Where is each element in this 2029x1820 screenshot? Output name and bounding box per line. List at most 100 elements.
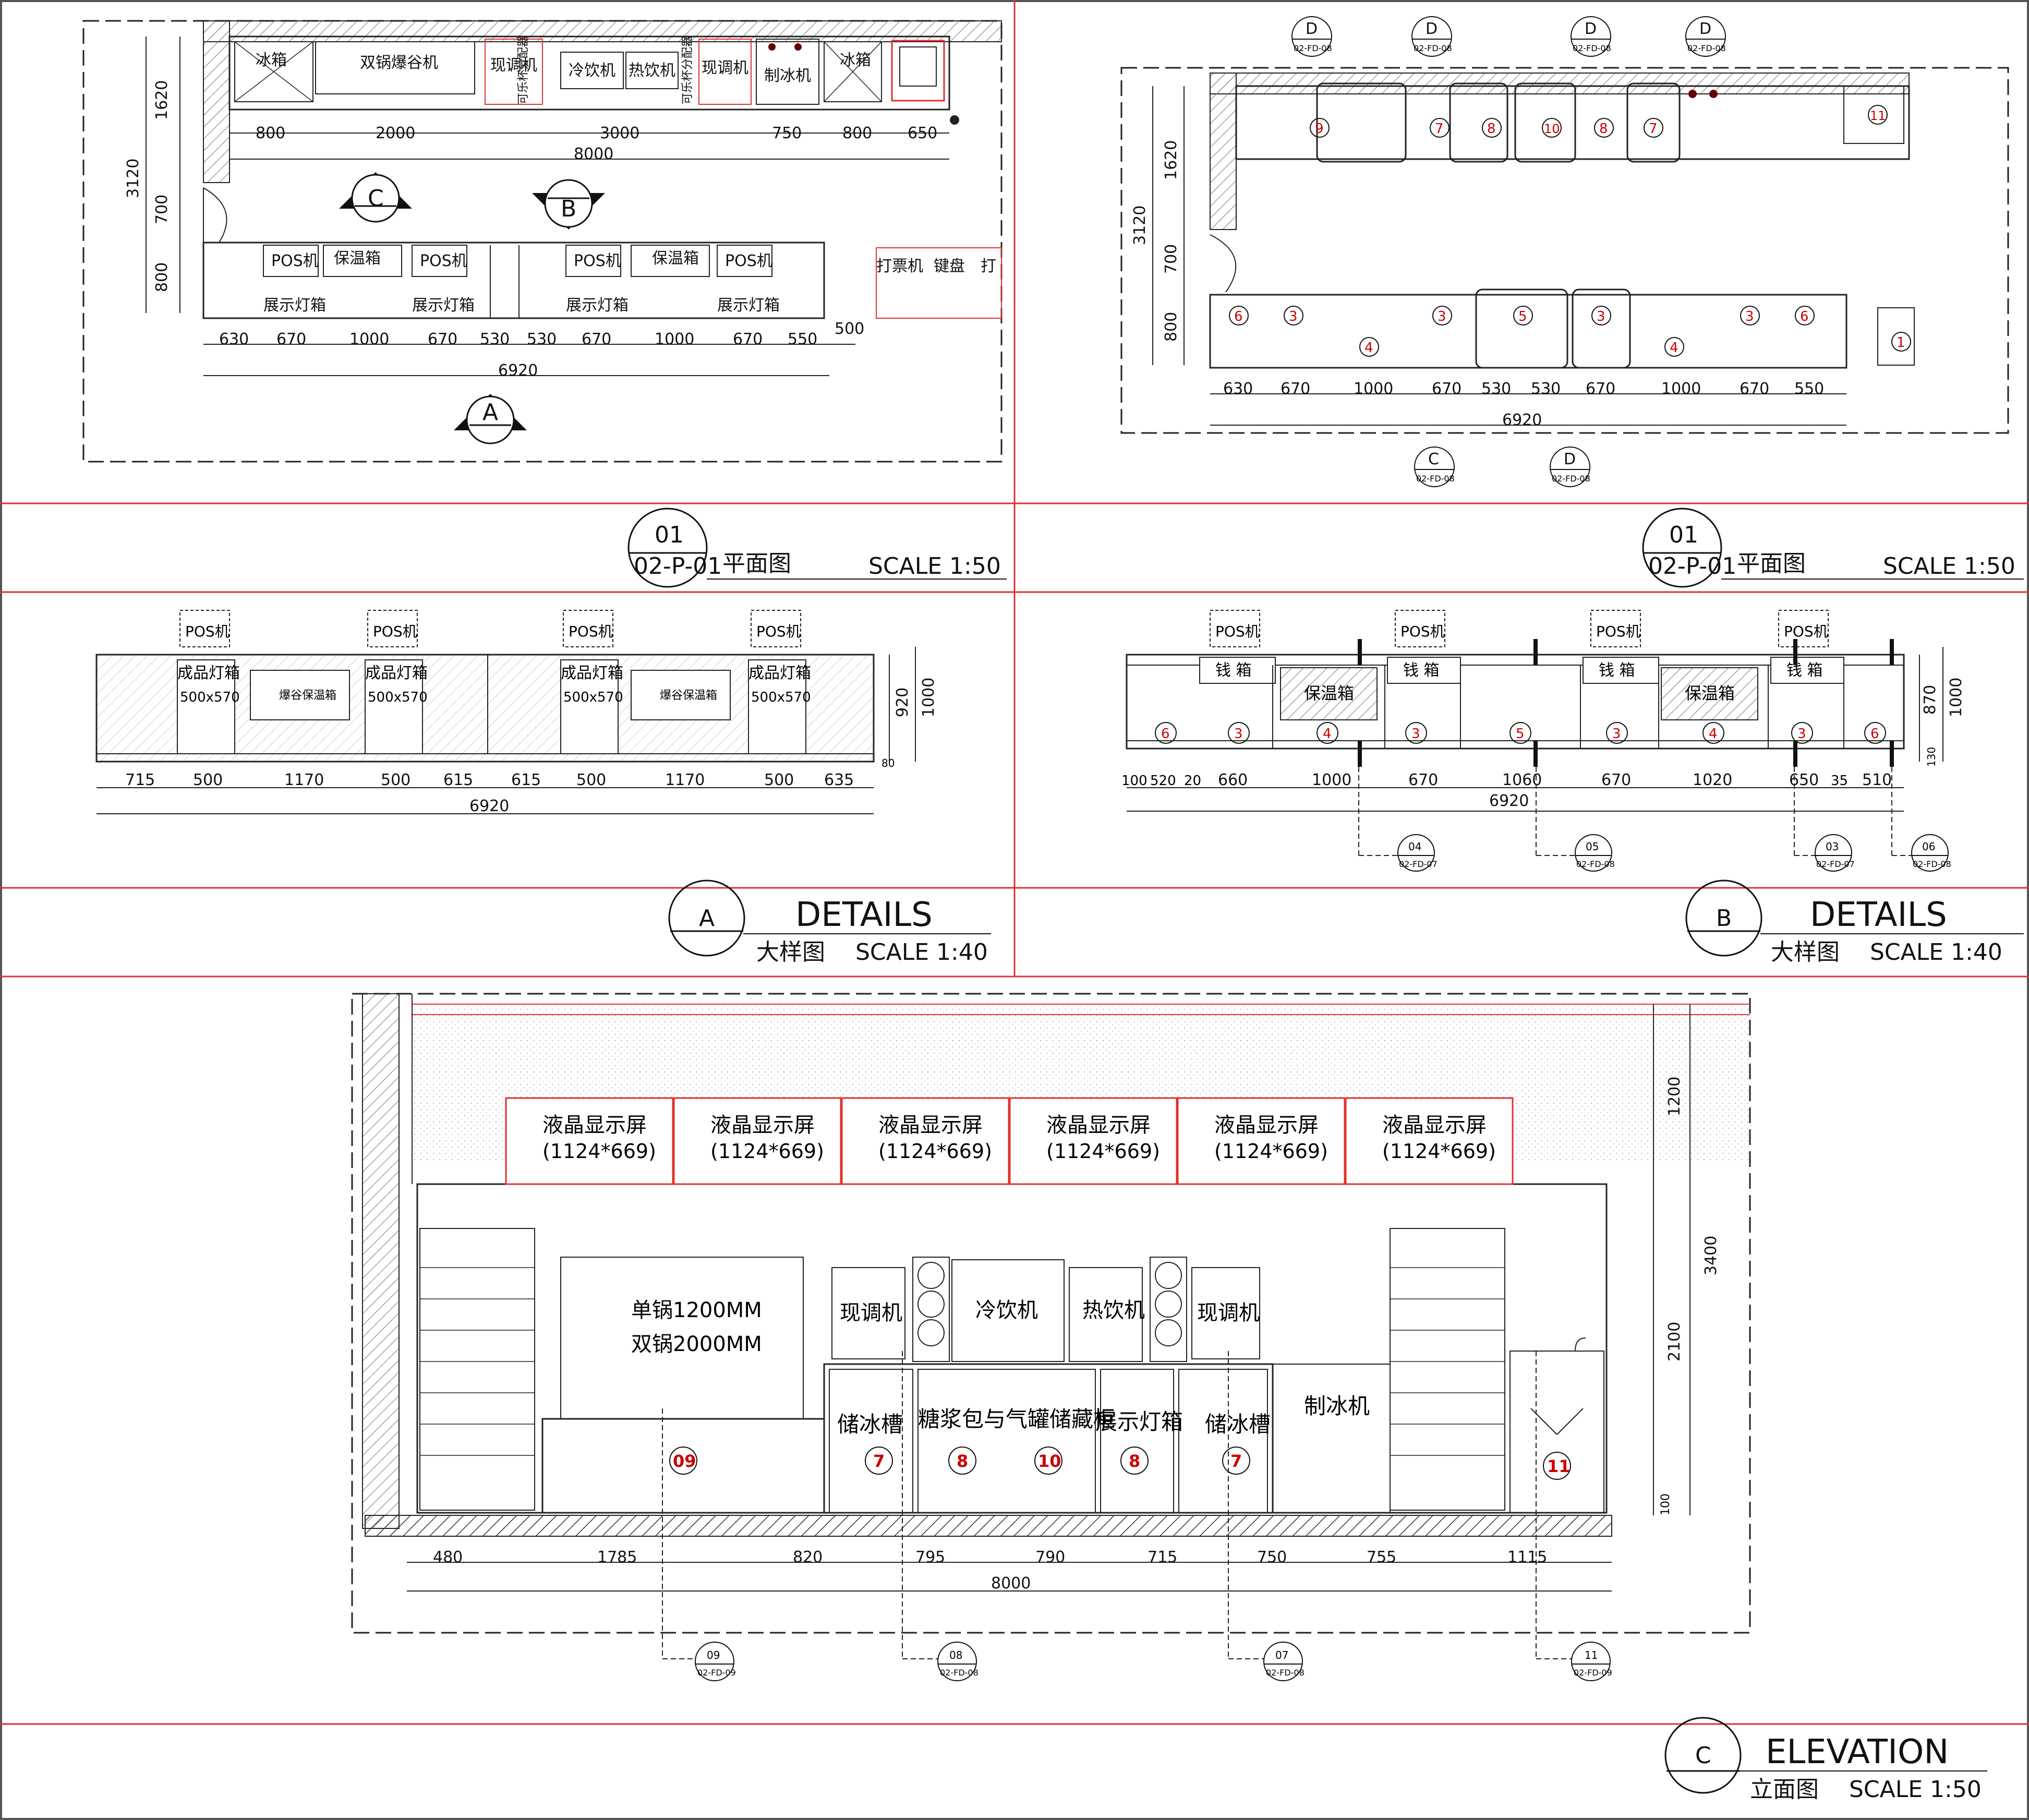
warmer-label: 保温箱: [652, 249, 699, 268]
hot-drink-label: 热饮机: [629, 62, 675, 80]
dim: 670: [428, 330, 457, 348]
dim: 530: [527, 330, 557, 348]
pos-label: POS机: [756, 623, 801, 640]
mixer-label: 现调机: [840, 1301, 902, 1325]
item-number: 11: [1870, 109, 1886, 123]
elevation-height-dimensions: 1200 3400 2100 100: [1653, 1004, 1720, 1515]
tag-number: 04: [1408, 840, 1421, 853]
dim: 80: [881, 757, 895, 769]
lightbox-size: 500x570: [563, 690, 623, 705]
dim-total: 6920: [498, 361, 538, 380]
pos-label: POS机: [725, 252, 772, 270]
lcd-label: 液晶显示屏: [1214, 1113, 1319, 1137]
dim: 795: [915, 1548, 945, 1566]
ice-bin-label: 储冰槽: [1205, 1412, 1271, 1437]
title-scale: SCALE 1:50: [1883, 553, 2015, 580]
dim: 480: [433, 1548, 463, 1566]
title-name: 大样图: [1771, 939, 1840, 966]
back-dimensions: 800 2000 3000 750 800 650 8000: [230, 124, 949, 163]
detail-tag-d: D02-FD-08: [1411, 16, 1452, 57]
item-number: 8: [957, 1451, 968, 1471]
item-number: 9: [1315, 121, 1324, 137]
tag-ref: 02-FD-08: [1573, 43, 1611, 53]
title-name: 平面图: [722, 550, 791, 577]
detail-b-numbers: 6 3 4 3 5 3 4 3 6: [1155, 722, 1886, 744]
dim: 20: [1184, 773, 1201, 789]
dim: 670: [582, 330, 611, 348]
dim: 700: [1162, 244, 1180, 274]
tag-number: 06: [1922, 840, 1935, 853]
dim: 630: [1223, 380, 1253, 398]
dim: 670: [1586, 380, 1615, 398]
tag-ref: 02-FD-07: [1816, 859, 1855, 869]
item-number: 09: [673, 1451, 696, 1471]
warmer-label: 爆谷保温箱: [279, 689, 336, 702]
fridge-2-label: 冰箱: [840, 51, 871, 69]
keyboard-label: 键盘: [934, 257, 965, 275]
lightbox-label: 成品灯箱: [561, 664, 623, 682]
dim: 820: [793, 1548, 823, 1566]
detail-tag: 06 02-FD-08: [1891, 767, 1951, 872]
popcorn-spec: 单锅1200MM: [631, 1298, 762, 1322]
title-number: 01: [1669, 522, 1698, 548]
dim: 650: [908, 124, 937, 142]
title-scale: SCALE 1:50: [868, 553, 1001, 580]
section-marker-a: A: [454, 394, 527, 444]
item-number: 7: [873, 1451, 885, 1471]
detail-b-panel: POS机 POS机 POS机 POS机 钱 箱 钱 箱 钱 箱 钱 箱 保温箱 …: [1121, 610, 2024, 966]
right-vertical-dimensions: 1620 700 800 3120: [1131, 86, 1185, 365]
tag-ref: 02-FD-08: [1913, 859, 1951, 869]
section-letter: B: [561, 196, 576, 222]
pos-label: POS机: [373, 623, 417, 640]
title-ref: 02-P-01: [1648, 553, 1736, 580]
item-number: 4: [1364, 340, 1373, 356]
dim: 800: [1162, 312, 1180, 342]
cash-box-label: 钱 箱: [1215, 661, 1252, 680]
right-plan-back-tags: D02-FD-08 D02-FD-08 D02-FD-08 D02-FD-08: [1291, 16, 1726, 57]
item-number: 6: [1800, 309, 1809, 324]
right-plan-front-counter: 6 3 4 3 5 3 4 3 6 1: [1209, 288, 1915, 369]
ice-bin-label: 储冰槽: [837, 1412, 903, 1437]
dim: 800: [256, 124, 285, 142]
detail-tag-d: D 02-FD-08: [1571, 16, 1611, 57]
item-number: 1: [1897, 335, 1905, 351]
lightbox-size: 500x570: [180, 690, 240, 705]
dim-total: 6920: [1489, 792, 1529, 810]
item-number: 5: [1518, 309, 1527, 324]
item-number: 8: [1487, 121, 1496, 137]
tag-ref: 02-FD-08: [1266, 1668, 1305, 1678]
section-marker-c: C: [339, 172, 412, 223]
item-number: 3: [1234, 726, 1243, 742]
dim: 635: [824, 771, 854, 789]
cup-dispenser-label: 可乐杯分配器: [517, 35, 530, 104]
dim-total: 8000: [991, 1574, 1031, 1593]
pos-label: POS机: [1400, 623, 1445, 640]
detail-b-pos: POS机 POS机 POS机 POS机: [1210, 610, 1829, 647]
detail-a-pos: POS机 POS机 POS机 POS机: [179, 610, 801, 647]
detail-tag-c: C02-FD-08: [1414, 447, 1455, 487]
plan-left-title: 01 02-P-01 平面图 SCALE 1:50: [627, 508, 1007, 588]
dim: 520: [1150, 773, 1176, 789]
cold-drink-label: 冷饮机: [569, 62, 615, 80]
printer-label-partial: 打: [981, 257, 996, 275]
dim: 1170: [284, 771, 324, 789]
dim: 715: [1148, 1548, 1177, 1566]
lcd-size: (1124*669): [542, 1140, 656, 1163]
item-number: 3: [1438, 309, 1446, 324]
tag-letter: D: [1585, 20, 1597, 38]
lcd-size: (1124*669): [1214, 1140, 1328, 1163]
title-name: 平面图: [1737, 550, 1806, 577]
dim: 500: [576, 771, 606, 789]
popcorn-spec: 双锅2000MM: [631, 1332, 762, 1356]
dim: 2000: [376, 124, 415, 142]
tag-number: 05: [1586, 840, 1599, 853]
printer-label: 打票机: [876, 257, 923, 275]
title-scale: SCALE 1:40: [1870, 939, 2002, 966]
item-number: 6: [1234, 309, 1243, 324]
dim: 1785: [597, 1548, 637, 1566]
dim: 500: [193, 771, 223, 789]
